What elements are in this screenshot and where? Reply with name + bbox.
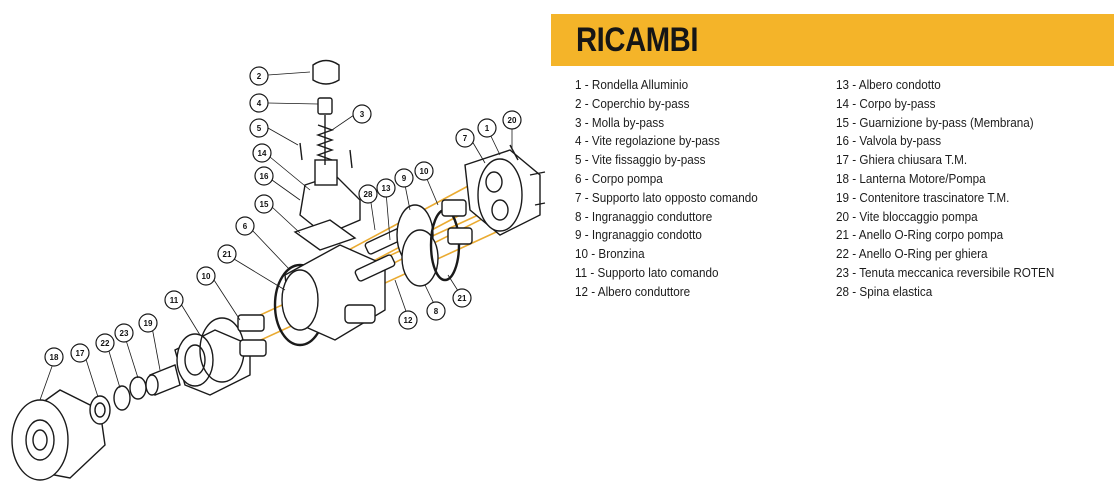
list-item: 12 - Albero conduttore (575, 283, 691, 299)
callout-label: 18 (50, 353, 59, 362)
part-23-seal (129, 376, 147, 400)
callout-label: 16 (260, 172, 269, 181)
list-item: 9 - Ingranaggio condotto (575, 227, 702, 243)
callout: 16 (254, 166, 274, 186)
part-5-screw (299, 142, 303, 161)
exploded-pump-diagram: 2 4 3 5 14 16 15 6 21 10 11 19 23 22 17 … (11, 59, 546, 481)
list-item: 13 - Albero condotto (836, 77, 941, 92)
callout: 9 (394, 168, 414, 188)
callout: 14 (252, 143, 272, 163)
callout-label: 10 (202, 272, 211, 281)
list-item: 16 - Valvola by-pass (836, 133, 942, 149)
callout-label: 12 (404, 316, 413, 325)
callout: 4 (249, 93, 269, 113)
parts-list-column-1: 1 - Rondella Alluminio 2 - Coperchio by-… (575, 76, 778, 302)
callout-label: 9 (402, 174, 407, 183)
part-10-bushing (237, 314, 265, 332)
list-item: 11 - Supporto lato comando (575, 264, 719, 280)
callout: 6 (235, 216, 255, 236)
callout-label: 20 (508, 116, 517, 125)
callout-label: 21 (223, 250, 232, 259)
callout: 1 (477, 118, 497, 138)
callout: 2 (249, 66, 269, 86)
callout: 19 (138, 313, 158, 333)
callout-label: 4 (257, 99, 262, 108)
list-item: 18 - Lanterna Motore/Pompa (836, 170, 986, 186)
list-item: 4 - Vite regolazione by-pass (575, 133, 720, 149)
list-item: 8 - Ingranaggio conduttore (575, 208, 713, 224)
list-item: 23 - Tenuta meccanica reversibile ROTEN (836, 264, 1055, 280)
callout: 7 (455, 128, 475, 148)
callout: 10 (414, 161, 434, 181)
callouts: 2 4 3 5 14 16 15 6 21 10 11 19 23 22 17 … (44, 66, 522, 367)
part-12-drive-shaft (354, 254, 396, 282)
callout: 10 (196, 266, 216, 286)
callout-label: 17 (76, 349, 85, 358)
part-2-bypass-cap (312, 59, 340, 85)
list-item: 19 - Contenitore trascinatore T.M. (836, 189, 1010, 205)
callout: 5 (249, 118, 269, 138)
list-item: 2 - Coperchio by-pass (575, 95, 690, 111)
callout: 23 (114, 323, 134, 343)
part-3-spring (315, 124, 335, 161)
callout-label: 15 (260, 200, 269, 209)
callout-label: 13 (382, 184, 391, 193)
callout-label: 14 (258, 149, 267, 158)
part-drawings (11, 59, 546, 481)
callout-label: 7 (463, 134, 468, 143)
callout-label: 3 (360, 110, 365, 119)
callout: 3 (352, 104, 372, 124)
callout-label: 21 (458, 294, 467, 303)
callout-label: 22 (101, 339, 110, 348)
list-item: 6 - Corpo pompa (575, 170, 663, 186)
page-title: RICAMBI (576, 21, 699, 59)
list-item: 5 - Vite fissaggio by-pass (575, 152, 706, 168)
part-4-adjust-screw (317, 97, 333, 115)
part-20-screw (509, 144, 519, 161)
list-item: 21 - Anello O-Ring corpo pompa (836, 227, 1004, 243)
list-item: 14 - Corpo by-pass (836, 95, 936, 111)
callout: 11 (164, 290, 184, 310)
parts-list-column-2: 13 - Albero condotto 14 - Corpo by-pass … (836, 76, 1079, 302)
callout: 18 (44, 347, 64, 367)
callout: 22 (95, 333, 115, 353)
callout: 17 (70, 343, 90, 363)
list-item: 28 - Spina elastica (836, 283, 933, 299)
list-item: 3 - Molla by-pass (575, 114, 665, 130)
list-item: 10 - Bronzina (575, 246, 645, 262)
header-banner: RICAMBI (551, 14, 1114, 66)
list-item: 20 - Vite bloccaggio pompa (836, 208, 978, 224)
part-22-oring (113, 385, 131, 411)
callout-label: 23 (120, 329, 129, 338)
callout: 13 (376, 178, 396, 198)
callout: 28 (358, 184, 378, 204)
callout-label: 1 (485, 124, 490, 133)
list-item: 7 - Supporto lato opposto comando (575, 189, 758, 205)
list-item: 1 - Rondella Alluminio (575, 77, 689, 92)
callout: 21 (217, 244, 237, 264)
callout-label: 28 (364, 190, 373, 199)
list-item: 22 - Anello O-Ring per ghiera (836, 246, 988, 262)
list-item: 17 - Ghiera chiusara T.M. (836, 152, 968, 168)
callout-label: 2 (257, 72, 262, 81)
callout: 8 (426, 301, 446, 321)
callout-label: 10 (420, 167, 429, 176)
callout-label: 5 (257, 124, 262, 133)
part-15-membrane (293, 219, 357, 251)
callout-label: 8 (434, 307, 439, 316)
callout-label: 6 (243, 222, 248, 231)
part-8-drive-gear (401, 229, 439, 287)
callout-label: 11 (170, 296, 179, 305)
list-item: 15 - Guarnizione by-pass (Membrana) (836, 114, 1034, 130)
callout: 21 (452, 288, 472, 308)
callout-leaders (39, 71, 513, 401)
callout: 15 (254, 194, 274, 214)
callout: 12 (398, 310, 418, 330)
callout: 20 (502, 110, 522, 130)
callout-label: 19 (144, 319, 153, 328)
